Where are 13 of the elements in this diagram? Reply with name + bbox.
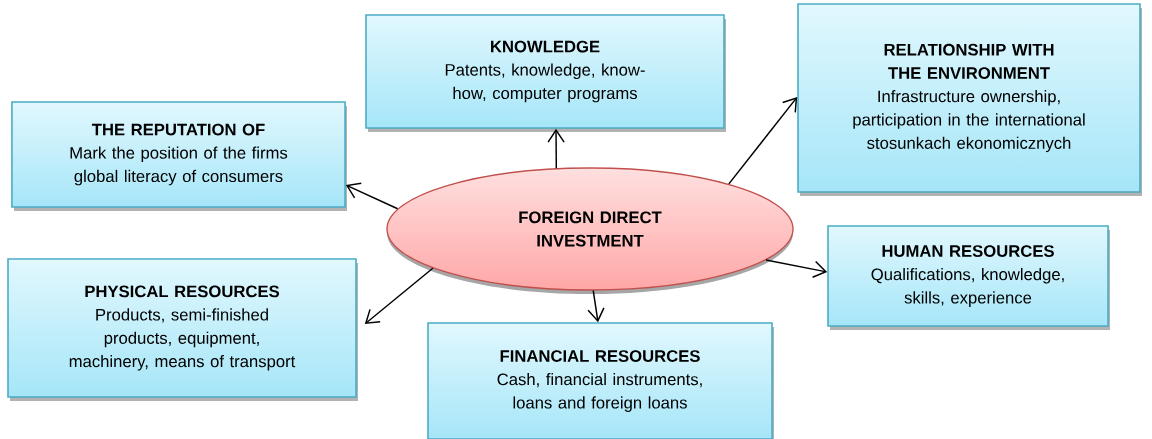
text-box: FINANCIAL RESOURCES Cash, financial instruments, loans and foreign loans <box>427 322 774 439</box>
arrow <box>345 182 399 210</box>
text-box: KNOWLEDGE Patents, knowledge, know-how, computer programs <box>365 14 726 132</box>
ellipse-node: FOREIGN DIRECT INVESTMENT <box>386 167 794 295</box>
text-box: HUMAN RESOURCES Qualifications, knowledge, skills, experience <box>827 225 1110 330</box>
text-box: PHYSICAL RESOURCES Products, semi-finished products, equipment, machinery, means of transport <box>7 258 358 401</box>
text-box: RELATIONSHIP WITH THE ENVIRONMENT Infrastructure ownership, participation in the international stosunkach ekonomicznych <box>797 3 1142 196</box>
arrow <box>587 289 605 323</box>
arrow <box>547 128 565 169</box>
arrow <box>364 267 434 324</box>
text-box: THE REPUTATION OF Mark the position of the firms global literacy of consumers <box>11 101 347 211</box>
arrow <box>728 97 798 185</box>
arrow <box>765 259 828 279</box>
